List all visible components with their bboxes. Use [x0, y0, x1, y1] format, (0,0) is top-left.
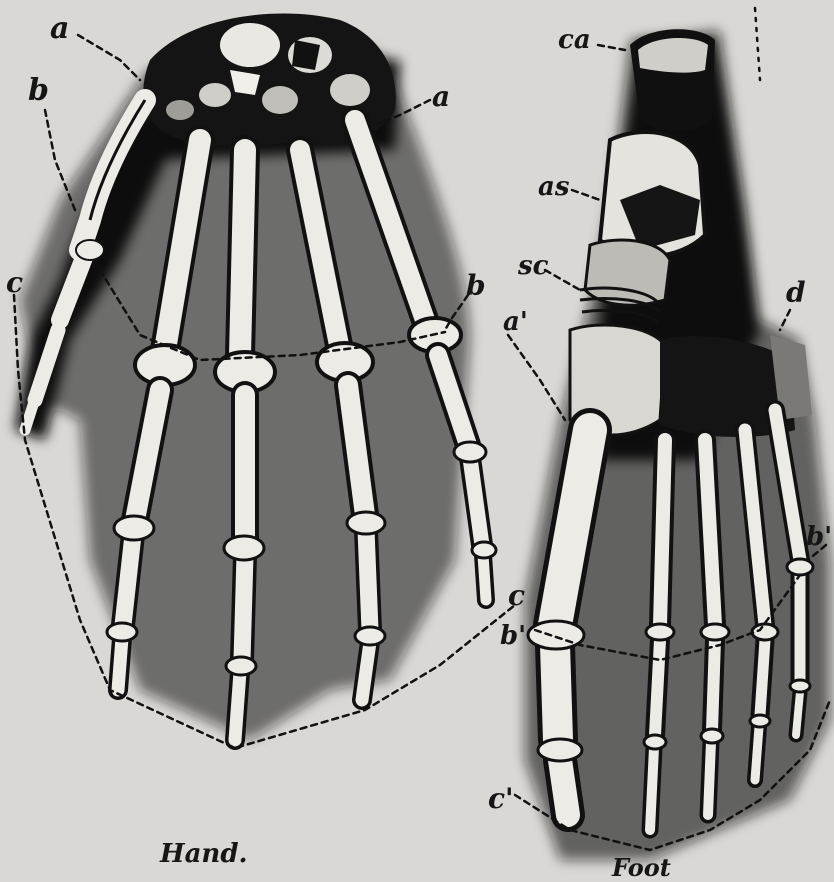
label-foot-b-prime-left: b'	[500, 621, 526, 651]
caption-hand: Hand.	[159, 839, 248, 869]
label-foot-ca: ca	[558, 25, 591, 55]
label-foot-sc: sc	[517, 251, 549, 281]
label-hand-b-left: b	[28, 73, 49, 108]
label-hand-a-right: a	[432, 80, 450, 113]
label-hand-c-left: c	[6, 266, 23, 299]
label-foot-d: d	[786, 276, 806, 309]
label-foot-b-prime-right: b'	[806, 522, 832, 552]
label-hand-a-left: a	[50, 11, 69, 46]
label-foot-a-prime: a'	[503, 307, 528, 337]
label-hand-b-right: b	[466, 269, 486, 302]
label-foot-c-prime: c'	[488, 782, 514, 815]
label-foot-as: as	[538, 172, 570, 202]
caption-foot: Foot	[611, 853, 671, 882]
label-hand-c-right: c	[508, 579, 525, 612]
